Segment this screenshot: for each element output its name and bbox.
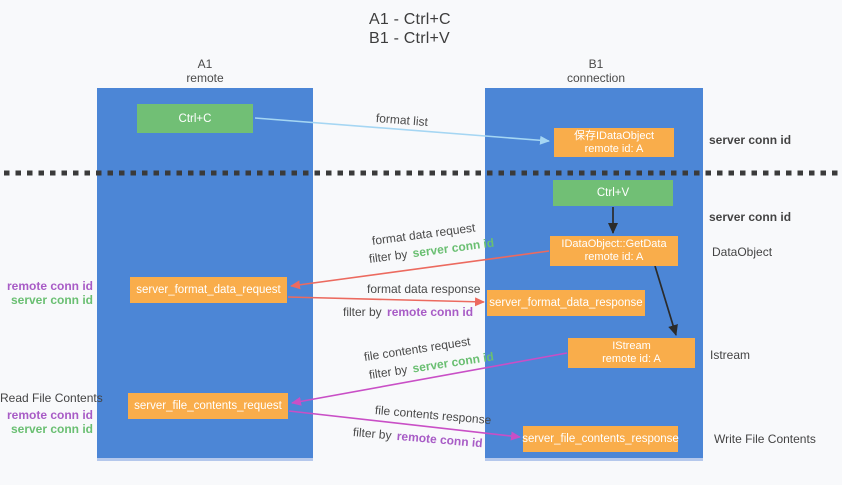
filter-by-text: filter by bbox=[368, 247, 409, 266]
node-istream: IStream remote id: A bbox=[568, 338, 695, 368]
annotation-read-file-contents: Read File Contents bbox=[0, 391, 103, 405]
node-ctrl-c-label: Ctrl+C bbox=[178, 112, 212, 125]
lane-header-a1: A1 remote bbox=[145, 57, 265, 85]
label-format-data-response: format data response bbox=[367, 282, 481, 296]
annotation-remote-conn-id-1: remote conn id bbox=[6, 279, 93, 293]
label-filter-by-remote-conn-id-1: filter by remote conn id bbox=[343, 305, 473, 319]
annotation-dataobject: DataObject bbox=[712, 245, 773, 259]
diagram-title: A1 - Ctrl+C B1 - Ctrl+V bbox=[369, 10, 451, 48]
annotation-conn-ids-format: remote conn id server conn id bbox=[0, 279, 93, 307]
node-server-file-contents-response: server_file_contents_response bbox=[522, 426, 679, 452]
annotation-server-conn-id-top: server conn id bbox=[709, 133, 792, 147]
label-file-contents-response: file contents response bbox=[374, 403, 492, 428]
label-filter-by-remote-conn-id-2: filter by remote conn id bbox=[352, 425, 483, 450]
title-line-ctrl-c: A1 - Ctrl+C bbox=[369, 11, 451, 28]
node-idataobject-getdata: IDataObject::GetData remote id: A bbox=[550, 236, 678, 266]
node-ctrl-v: Ctrl+V bbox=[553, 180, 673, 206]
lane-header-b1: B1 connection bbox=[536, 57, 656, 85]
annotation-istream: Istream bbox=[710, 348, 751, 362]
filter-by-text: filter by bbox=[367, 362, 409, 382]
node-save-dataobject-title: 保存IDataObject bbox=[573, 129, 655, 142]
remote-conn-id-key: remote conn id bbox=[396, 428, 484, 451]
filter-by-text: filter by bbox=[343, 305, 382, 319]
node-ctrl-c: Ctrl+C bbox=[137, 104, 253, 133]
node-server-format-data-response-label: server_format_data_response bbox=[489, 297, 643, 309]
node-save-dataobject-remote-id: remote id: A bbox=[584, 142, 644, 155]
annotation-remote-conn-id-2: remote conn id bbox=[6, 408, 93, 422]
node-server-format-data-response: server_format_data_response bbox=[487, 290, 645, 316]
node-server-file-contents-response-label: server_file_contents_response bbox=[522, 433, 679, 445]
node-save-dataobject: 保存IDataObject remote id: A bbox=[554, 128, 674, 157]
node-server-file-contents-request-label: server_file_contents_request bbox=[134, 400, 282, 412]
annotation-write-file-contents: Write File Contents bbox=[714, 432, 816, 446]
title-line-ctrl-v: B1 - Ctrl+V bbox=[369, 30, 450, 47]
lane-b1-role: connection bbox=[566, 71, 626, 85]
node-server-file-contents-request: server_file_contents_request bbox=[128, 393, 288, 419]
lane-a1-name: A1 bbox=[197, 57, 213, 71]
lane-a1-role: remote bbox=[186, 71, 224, 85]
format-data-response-arrow bbox=[287, 296, 485, 307]
node-istream-remote-id: remote id: A bbox=[602, 353, 661, 365]
label-format-list: format list bbox=[375, 111, 429, 130]
annotation-conn-ids-file: remote conn id server conn id bbox=[0, 408, 93, 436]
node-server-format-data-request: server_format_data_request bbox=[130, 277, 287, 303]
annotation-server-conn-id-2: server conn id bbox=[10, 422, 93, 436]
node-getdata-remote-id: remote id: A bbox=[584, 251, 644, 263]
remote-conn-id-key: remote conn id bbox=[387, 305, 474, 319]
lane-b1-name: B1 bbox=[588, 57, 604, 71]
node-istream-title: IStream bbox=[612, 340, 651, 352]
node-server-format-data-request-label: server_format_data_request bbox=[136, 284, 281, 296]
annotation-server-conn-id-mid: server conn id bbox=[709, 210, 792, 224]
node-ctrl-v-label: Ctrl+V bbox=[596, 187, 630, 199]
filter-by-text: filter by bbox=[352, 425, 393, 443]
node-getdata-title: IDataObject::GetData bbox=[561, 238, 667, 250]
annotation-server-conn-id-1: server conn id bbox=[10, 293, 93, 307]
